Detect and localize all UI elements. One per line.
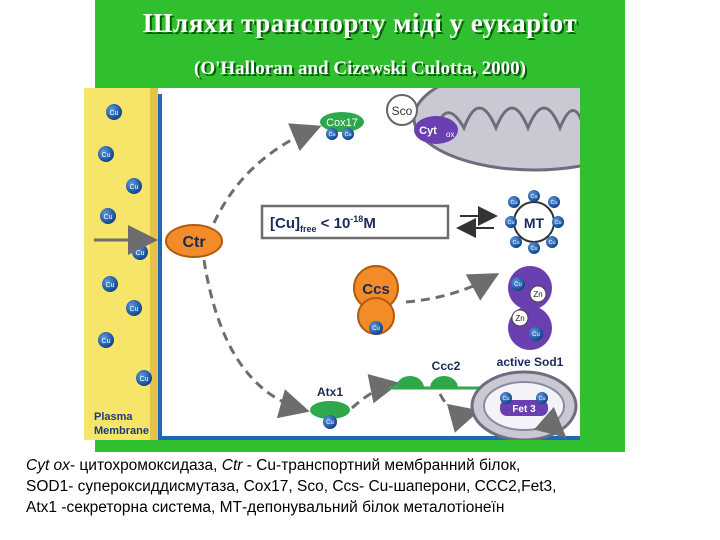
caption-line-1: Cyt ox- цитохромоксидаза, Ctr - Cu-транс… xyxy=(26,455,716,476)
caption-line-3: Atx1 -секреторна система, МТ-депонувальн… xyxy=(26,499,505,516)
cu-label: Cu xyxy=(372,326,380,332)
cu-label: Cu xyxy=(532,332,540,338)
cyt-subscript: ox xyxy=(446,130,454,139)
cu-label: Cu xyxy=(102,152,111,159)
ccc2-pathway-arrow xyxy=(350,374,400,410)
cu-label: Cu xyxy=(530,246,537,252)
cu-label: Cu xyxy=(110,110,119,117)
caption-cyt-ox: Cyt ox xyxy=(26,457,70,474)
atx1-pathway-arrow xyxy=(202,259,310,419)
secretory-vesicle: Fet 3 Cu Cu xyxy=(470,370,578,440)
ctr-label: Ctr xyxy=(182,234,205,251)
fet3-label: Fet 3 xyxy=(512,404,536,415)
cu-label: Cu xyxy=(548,240,555,246)
atx1-protein: Atx1 Cu xyxy=(310,385,350,429)
cu-label: Cu xyxy=(140,376,149,383)
slide-title: Шляхи транспорту міді у еукаріот xyxy=(142,8,578,38)
cox17-label: Cox17 xyxy=(326,117,358,129)
sco-protein: Sco xyxy=(386,94,418,126)
cu-label: Cu xyxy=(328,132,335,138)
caption-line-1a: - цитохромоксидаза, xyxy=(69,457,222,474)
free-cu-box: [Cu]free < 10-18M xyxy=(260,204,450,240)
ctr-transporter: Ctr xyxy=(165,224,223,258)
caption-line-1b: - Cu-транспортний мембранний білок, xyxy=(242,457,521,474)
cu-label: Cu xyxy=(554,220,561,226)
caption-ctr: Ctr xyxy=(221,457,243,474)
cu-label: Cu xyxy=(512,240,519,246)
plasma-label: Plasma xyxy=(94,411,133,423)
diagram-svg: Cu Cu Cu Cu Cu Cu Cu Cu Cu Plasma Membra… xyxy=(84,88,580,440)
cu-label: Cu xyxy=(130,306,139,313)
cox17-protein: Cox17 Cu Cu xyxy=(320,112,364,140)
membrane-label: Membrane xyxy=(94,425,149,437)
zn-label: Zn xyxy=(533,290,542,299)
sod1-label: active Sod1 xyxy=(497,355,564,369)
cu-label: Cu xyxy=(530,194,537,200)
cu-label: Cu xyxy=(507,220,514,226)
cu-label: Cu xyxy=(130,184,139,191)
mt-label: MT xyxy=(524,215,545,231)
svg-text:[Cu]free < 10-18M: [Cu]free < 10-18M xyxy=(270,214,376,234)
cu-label: Cu xyxy=(344,132,351,138)
cu-label: Cu xyxy=(326,420,334,426)
cu-label: Cu xyxy=(550,200,557,206)
cu-label: Cu xyxy=(136,250,145,257)
free-cu-sub: free xyxy=(300,224,317,234)
cox17-pathway-arrow xyxy=(212,123,322,224)
caption-line-2: SOD1- супероксиддисмутаза, Cox17, Sco, C… xyxy=(26,478,557,495)
fet3-pathway-arrow xyxy=(438,393,480,433)
free-cu-unit: M xyxy=(363,215,376,232)
cu-label: Cu xyxy=(510,200,517,206)
cu-label: Cu xyxy=(104,214,113,221)
cu-label: Cu xyxy=(102,338,111,345)
cu-label: Cu xyxy=(106,282,115,289)
sod1-pathway-arrow xyxy=(405,273,500,304)
free-cu-exp: -18 xyxy=(350,214,363,224)
cyt-ox-complex: Cyt ox xyxy=(414,116,458,144)
slide-subtitle: (O'Halloran and Cizewski Culotta, 2000) xyxy=(194,58,526,79)
plasma-membrane xyxy=(150,88,158,440)
metallothionein: MT Cu Cu Cu Cu Cu Cu Cu Cu xyxy=(505,190,564,254)
extracellular-space xyxy=(84,88,154,440)
cu-label: Cu xyxy=(514,282,522,288)
free-cu-main: [Cu] xyxy=(270,215,300,232)
caption: Cyt ox- цитохромоксидаза, Ctr - Cu-транс… xyxy=(26,455,716,518)
ccc2-label: Ccc2 xyxy=(432,359,461,373)
cu-label: Cu xyxy=(502,396,509,402)
copper-transport-diagram: Cu Cu Cu Cu Cu Cu Cu Cu Cu Plasma Membra… xyxy=(84,88,580,440)
ccs-chaperone: Ccs Cu xyxy=(353,265,399,335)
cu-label: Cu xyxy=(538,396,545,402)
ccs-label: Ccs xyxy=(362,281,390,298)
atx1-label: Atx1 xyxy=(317,385,343,399)
zn-label: Zn xyxy=(515,314,524,323)
active-sod1: Cu Zn Zn Cu active Sod1 xyxy=(497,266,564,369)
cyt-label: Cyt xyxy=(419,125,437,137)
free-cu-rest: < 10 xyxy=(317,215,351,232)
sco-label: Sco xyxy=(392,104,413,118)
